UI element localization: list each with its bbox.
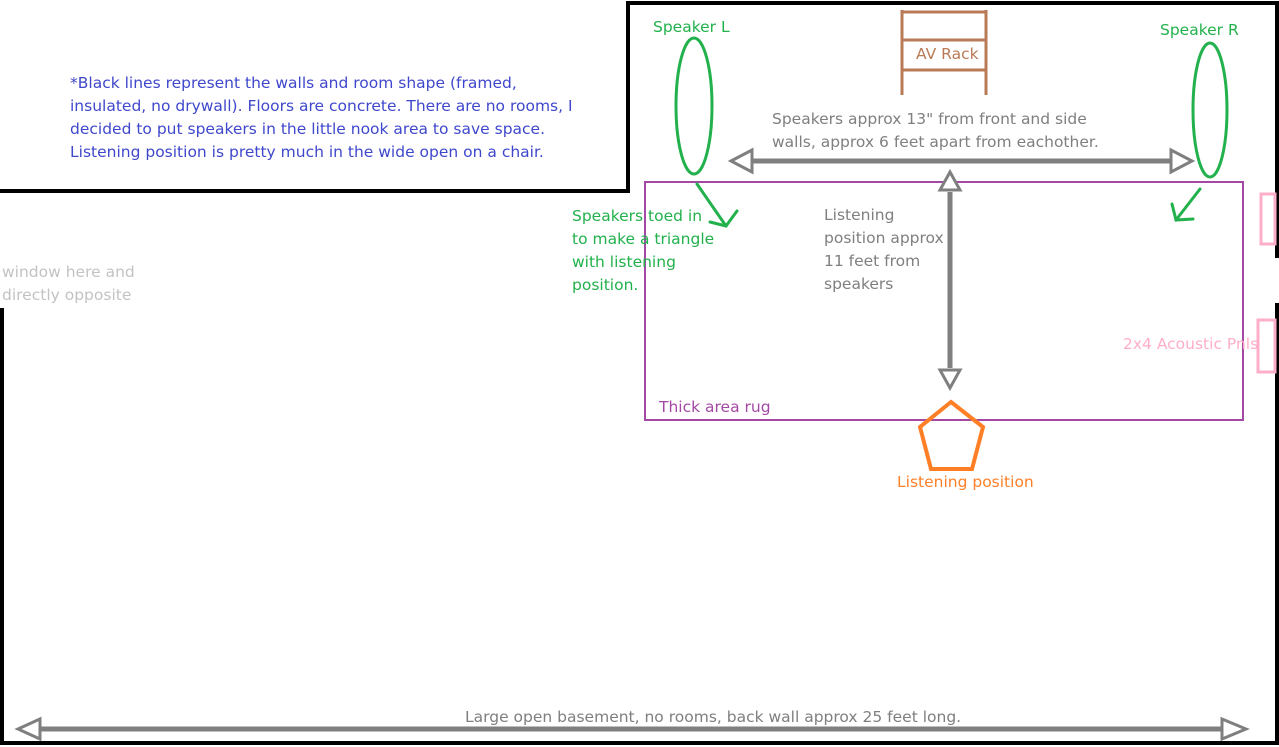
toe-in-arrow-right	[1170, 187, 1202, 222]
av-rack-drawing	[900, 10, 988, 95]
av-rack-label: AV Rack	[916, 45, 979, 63]
speaker-left-label: Speaker L	[653, 18, 730, 36]
window-label: window here and directly opposite	[2, 263, 135, 304]
listening-distance-label: Listening position approx 11 feet from s…	[824, 206, 944, 293]
basement-label: Large open basement, no rooms, back wall…	[465, 708, 962, 726]
wall-lower	[0, 303, 1279, 745]
acoustic-panels-label: 2x4 Acoustic Pnls	[1123, 335, 1259, 353]
listening-position-label: Listening position	[897, 473, 1034, 491]
speaker-right-label: Speaker R	[1160, 21, 1239, 39]
acoustic-panel-lower	[1256, 318, 1277, 374]
speaker-spacing-label: Speakers approx 13" from front and side …	[772, 110, 1099, 151]
acoustic-panel-upper	[1259, 192, 1277, 246]
speaker-spacing-arrow	[727, 147, 1196, 175]
listening-position-shape	[917, 399, 986, 471]
listening-distance-arrow	[937, 168, 963, 392]
area-rug-label: Thick area rug	[659, 398, 771, 416]
toe-in-label: Speakers toed in to make a triangle with…	[572, 207, 715, 294]
toe-in-arrow-left	[695, 182, 739, 228]
back-wall-arrow	[14, 716, 1250, 742]
speaker-right-shape	[1191, 41, 1229, 179]
walls-note: *Black lines represent the walls and roo…	[70, 74, 573, 161]
speaker-left-shape	[674, 36, 714, 176]
wall-upper-left	[0, 1, 1279, 258]
